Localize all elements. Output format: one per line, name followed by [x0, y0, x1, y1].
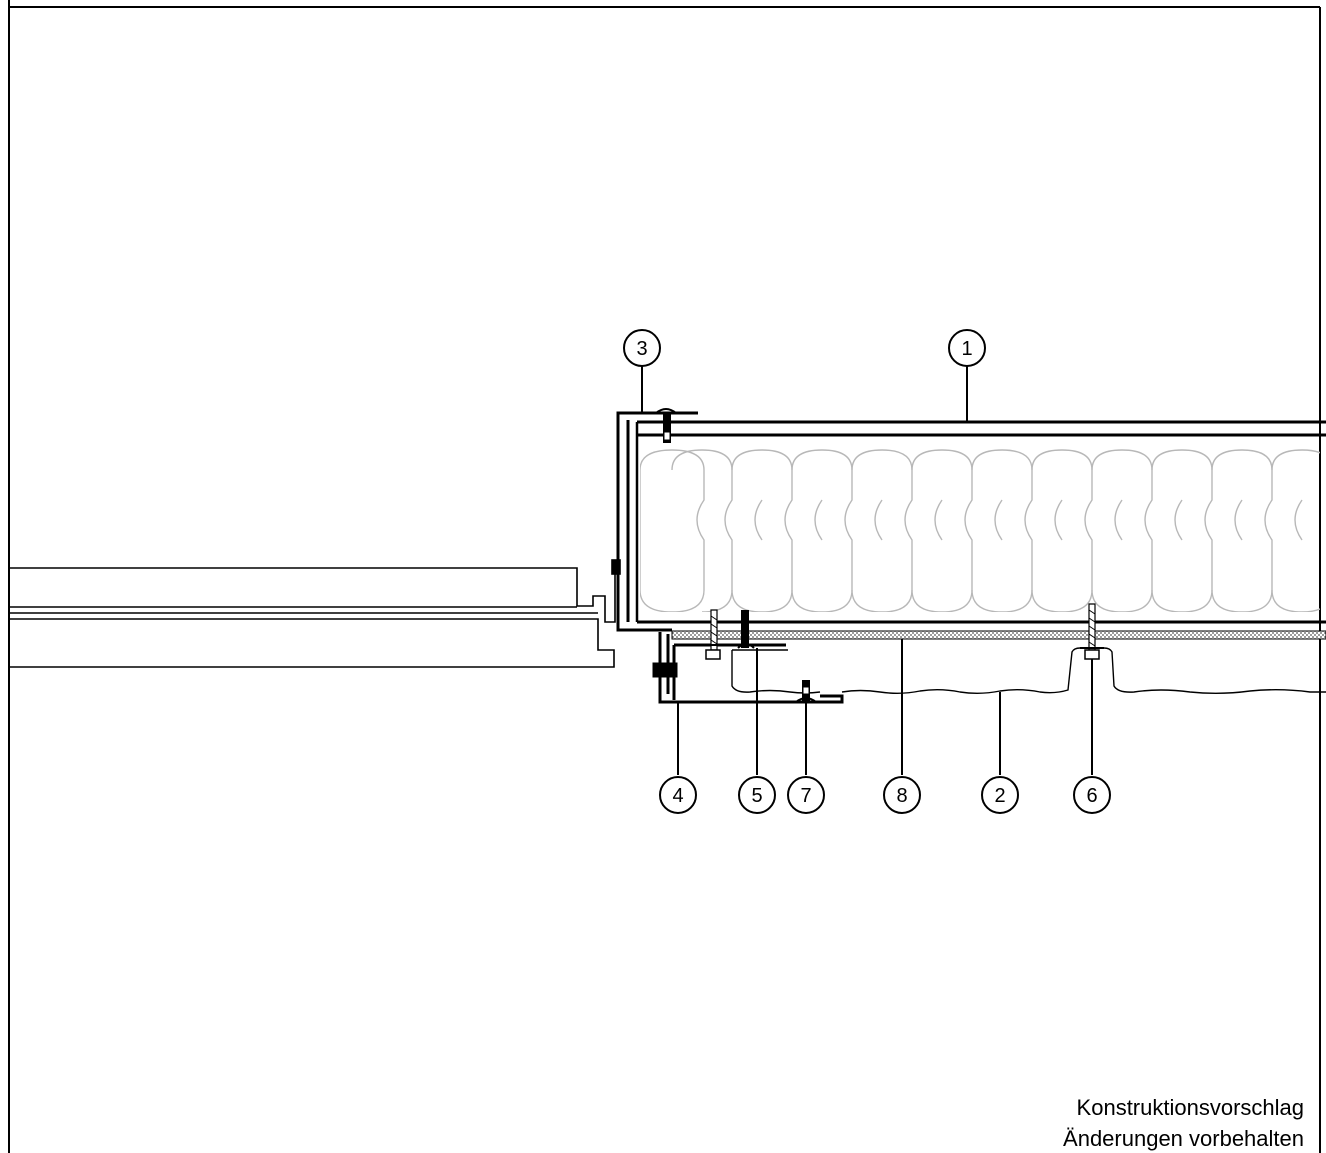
callout-5-label: 5 — [751, 785, 762, 807]
callout-4-label: 4 — [672, 785, 683, 807]
callout-7-label: 7 — [800, 785, 811, 807]
self-drilling-screw-left — [698, 609, 730, 660]
edge-flashing-profile — [616, 411, 698, 632]
callout-3: 3 — [623, 329, 661, 367]
callout-7: 7 — [787, 776, 825, 814]
callout-1-label: 1 — [961, 338, 972, 360]
drawing-frame — [8, 0, 1321, 1153]
note-changes-reserved: Änderungen vorbehalten — [1063, 1126, 1304, 1151]
screw-5 — [737, 610, 755, 649]
mineral-wool-insulation — [640, 449, 1320, 612]
sandwich-panel — [635, 420, 1326, 624]
callout-4: 4 — [659, 776, 697, 814]
screw-7 — [795, 680, 817, 703]
callout-3-label: 3 — [636, 338, 647, 360]
callout-2: 2 — [981, 776, 1019, 814]
callout-5: 5 — [738, 776, 776, 814]
screw-6 — [1080, 603, 1104, 660]
note-construction-proposal: Konstruktionsvorschlag — [1076, 1095, 1304, 1120]
callout-2-label: 2 — [994, 785, 1005, 807]
callout-6-label: 6 — [1086, 785, 1097, 807]
flashing-screw-top — [655, 408, 677, 443]
leader-lines — [641, 366, 1093, 775]
liner-trapezoidal-sheet — [731, 647, 1326, 694]
separation-layer — [671, 630, 1326, 640]
callout-1: 1 — [948, 329, 986, 367]
callout-8: 8 — [883, 776, 921, 814]
adjacent-wall-panels — [10, 559, 621, 668]
callout-6: 6 — [1073, 776, 1111, 814]
callout-8-label: 8 — [896, 785, 907, 807]
